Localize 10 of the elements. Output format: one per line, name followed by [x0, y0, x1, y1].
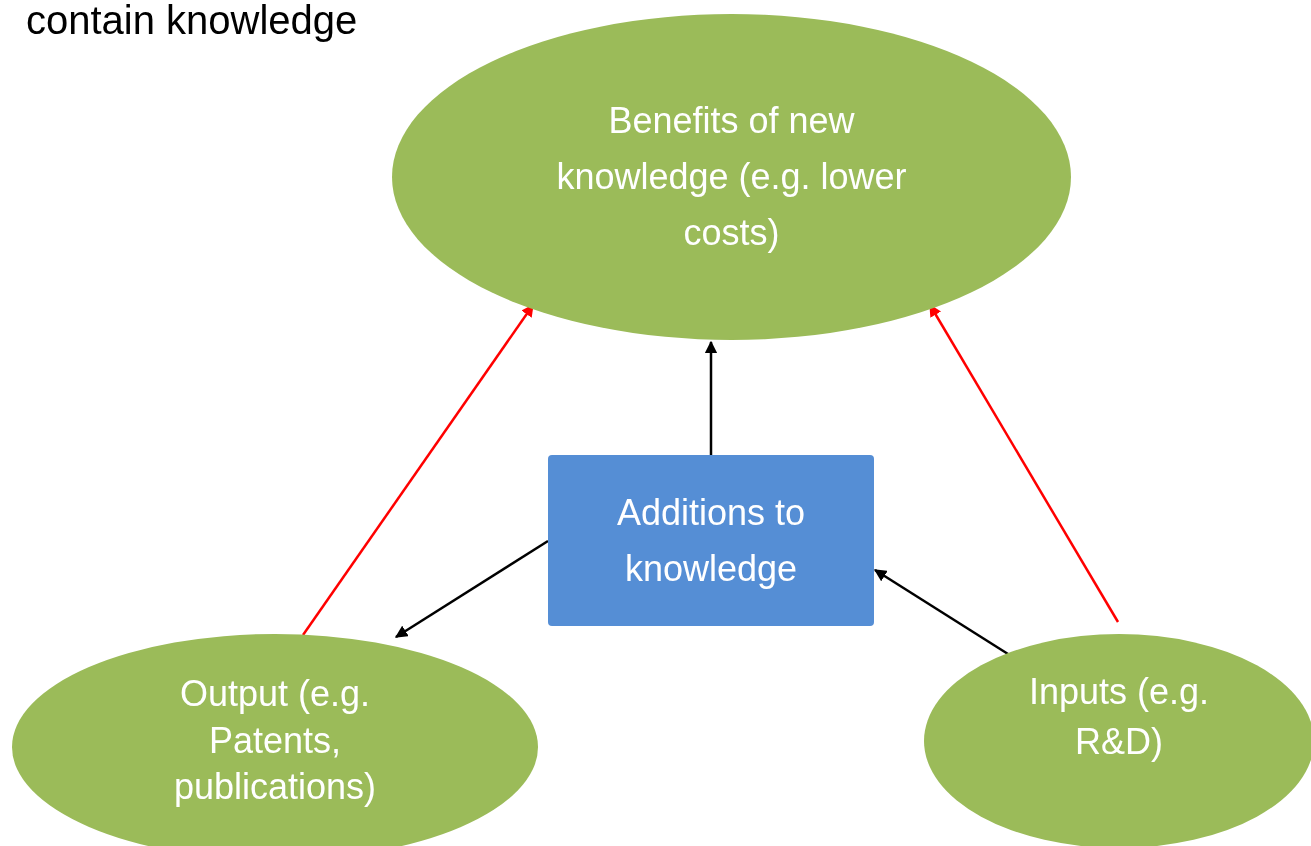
arrow: [873, 568, 1009, 656]
node-label: Output (e.g. Patents, publications): [172, 671, 378, 810]
node-label: Additions to knowledge: [615, 490, 807, 591]
node-label: Benefits of new knowledge (e.g. lower costs): [555, 99, 908, 255]
ellipse-node: [392, 14, 1071, 340]
node-label: Inputs (e.g. R&D): [1027, 669, 1211, 764]
process-box: [548, 455, 874, 626]
title: contain knowledge: [26, 0, 358, 40]
arrow: [704, 340, 718, 455]
arrow: [394, 539, 549, 639]
